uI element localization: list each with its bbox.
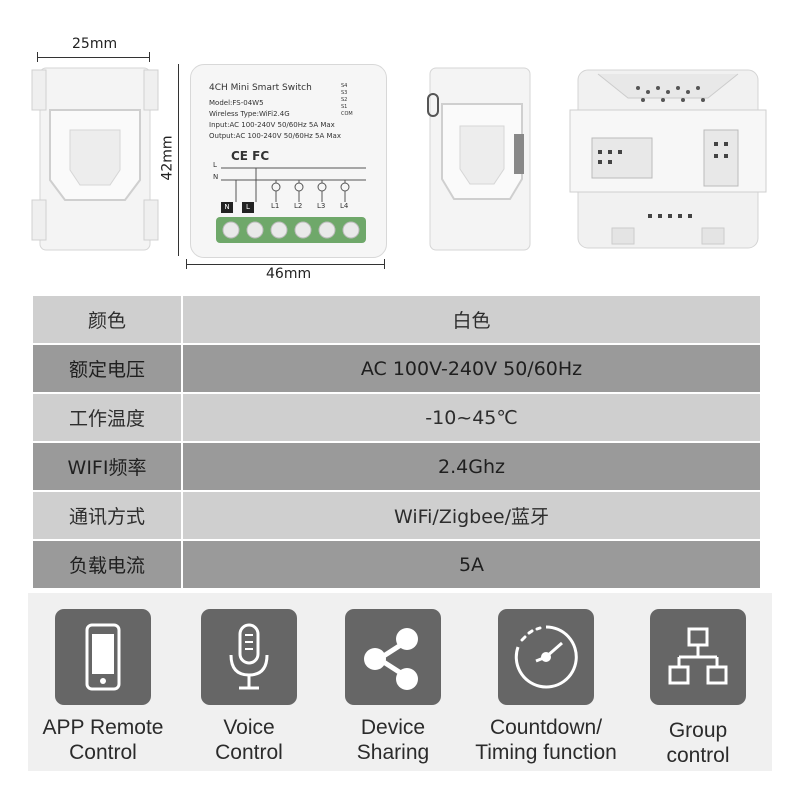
dim-length-line bbox=[186, 264, 384, 265]
spec-value: 5A bbox=[181, 541, 760, 588]
dim-length-label: 46mm bbox=[266, 266, 312, 282]
dim-tick bbox=[37, 52, 38, 62]
smartphone-icon bbox=[85, 623, 121, 691]
wire-label-n: N bbox=[213, 173, 219, 181]
dim-tick bbox=[186, 259, 187, 269]
feature-tile-voice bbox=[201, 609, 297, 705]
feature-label-voice: Voice Control bbox=[174, 715, 324, 765]
switch-label: S1 bbox=[341, 104, 348, 110]
feature-label-timer: Countdown/ Timing function bbox=[458, 715, 634, 765]
spec-row: 额定电压 AC 100V-240V 50/60Hz bbox=[33, 345, 760, 392]
feature-label-line: Timing function bbox=[475, 741, 617, 764]
spec-key: 通讯方式 bbox=[68, 506, 145, 528]
timer-icon bbox=[514, 625, 578, 689]
terminal-l2: L2 bbox=[294, 202, 303, 210]
spec-value: 2.4Ghz bbox=[181, 443, 760, 490]
feature-label-line: Control bbox=[215, 741, 283, 764]
spec-value: WiFi/Zigbee/蓝牙 bbox=[181, 492, 760, 539]
wiring-diagram bbox=[221, 167, 366, 202]
dim-tick bbox=[384, 259, 385, 269]
feature-label-sharing: Device Sharing bbox=[318, 715, 468, 765]
device-model: Model:FS-04W5 bbox=[209, 99, 264, 107]
spec-row: WIFI频率 2.4Ghz bbox=[33, 443, 760, 490]
spec-key: 额定电压 bbox=[68, 359, 145, 381]
feature-label-app-remote: APP Remote Control bbox=[28, 715, 178, 765]
feature-label-line: Voice bbox=[223, 716, 275, 739]
feature-label-line: Group bbox=[668, 719, 728, 742]
switch-inputs: S4 S3 S2 S1 COM bbox=[341, 83, 381, 118]
spec-row: 工作温度 -10~45℃ bbox=[33, 394, 760, 441]
switch-label: COM bbox=[341, 111, 353, 117]
device-output: Output:AC 100-240V 50/60Hz 5A Max bbox=[209, 132, 341, 140]
feature-tile-timer bbox=[498, 609, 594, 705]
spec-row: 负载电流 5A bbox=[33, 541, 760, 588]
dim-height-line bbox=[178, 64, 179, 256]
feature-label-line: control bbox=[666, 744, 730, 767]
terminal-l4: L4 bbox=[340, 202, 349, 210]
network-icon bbox=[668, 627, 728, 685]
spec-key: 颜色 bbox=[87, 310, 126, 332]
back-view bbox=[569, 69, 767, 249]
switch-label: S3 bbox=[341, 90, 348, 96]
spec-table: 颜色 白色 额定电压 AC 100V-240V 50/60Hz 工作温度 -10… bbox=[33, 293, 760, 589]
terminal-n: N bbox=[221, 202, 233, 213]
product-views: 25mm 4CH Mini Smart Switch Model:FS-04W5… bbox=[0, 0, 800, 285]
device-input: Input:AC 100-240V 50/60Hz 5A Max bbox=[209, 121, 335, 129]
switch-label: S4 bbox=[341, 83, 348, 89]
side-view-right bbox=[427, 67, 531, 251]
dim-tick bbox=[149, 52, 150, 62]
side-view-left bbox=[31, 67, 159, 251]
device-title: 4CH Mini Smart Switch bbox=[209, 83, 312, 93]
spec-key: WIFI频率 bbox=[67, 457, 147, 479]
screw-terminals bbox=[216, 217, 366, 243]
microphone-icon bbox=[229, 623, 269, 690]
cert-marks: CE FC bbox=[231, 149, 270, 163]
feature-label-line: APP Remote bbox=[42, 716, 164, 739]
spec-key: 负载电流 bbox=[68, 555, 145, 577]
feature-label-group: Group control bbox=[623, 718, 773, 768]
share-icon bbox=[364, 628, 418, 690]
terminal-l: L bbox=[242, 202, 254, 213]
wire-label-l: L bbox=[213, 161, 217, 169]
spec-value: AC 100V-240V 50/60Hz bbox=[181, 345, 760, 392]
terminal-l3: L3 bbox=[317, 202, 326, 210]
feature-label-line: Device bbox=[360, 716, 426, 739]
spec-value: -10~45℃ bbox=[181, 394, 760, 441]
front-view: 4CH Mini Smart Switch Model:FS-04W5 Wire… bbox=[190, 64, 387, 258]
spec-row: 颜色 白色 bbox=[33, 296, 760, 343]
feature-tile-app-remote bbox=[55, 609, 151, 705]
dim-height-label: 42mm bbox=[159, 135, 176, 181]
feature-tile-sharing bbox=[345, 609, 441, 705]
dim-width-line bbox=[37, 57, 149, 58]
spec-value: 白色 bbox=[181, 296, 760, 343]
device-wireless: Wireless Type:WiFi2.4G bbox=[209, 110, 290, 118]
feature-panel: APP Remote Control Voice Control Device … bbox=[28, 593, 772, 771]
terminal-l1: L1 bbox=[271, 202, 280, 210]
feature-tile-group bbox=[650, 609, 746, 705]
switch-label: S2 bbox=[341, 97, 348, 103]
feature-label-line: Sharing bbox=[356, 741, 430, 764]
spec-row: 通讯方式 WiFi/Zigbee/蓝牙 bbox=[33, 492, 760, 539]
dim-width-label: 25mm bbox=[72, 36, 118, 52]
feature-label-line: Countdown/ bbox=[489, 716, 603, 739]
feature-label-line: Control bbox=[69, 741, 137, 764]
spec-key: 工作温度 bbox=[68, 408, 145, 430]
